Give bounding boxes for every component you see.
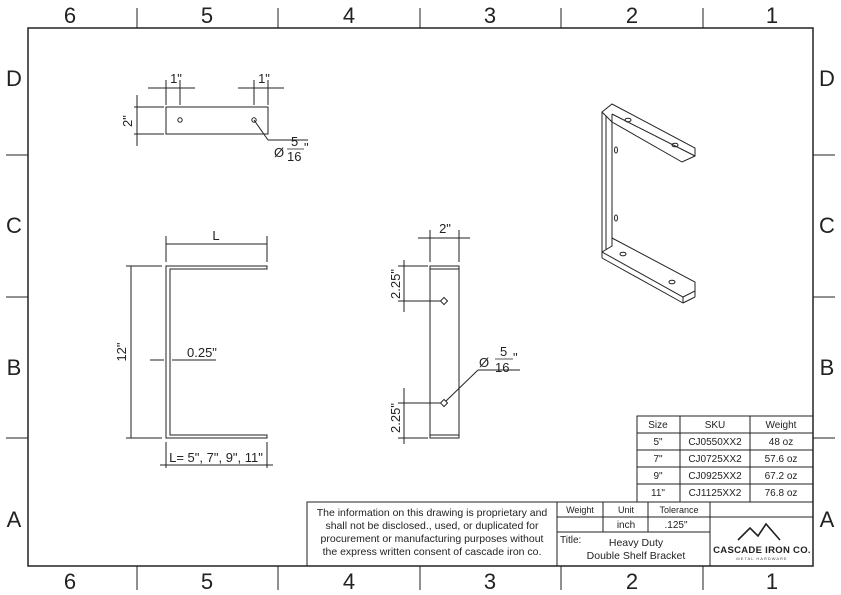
mountain-logo-icon [737, 522, 781, 541]
side-dim-length: L [212, 228, 219, 243]
notice-line: shall not be disclosed., used, or duplic… [325, 520, 539, 532]
size-table-cell: CJ0550XX2 [688, 437, 742, 448]
size-table-cell: CJ0725XX2 [688, 454, 742, 465]
back-hole-unit: " [513, 350, 518, 365]
title-label: Title: [560, 535, 581, 546]
col-label-6: 6 [64, 3, 76, 28]
size-table-cell: 48 oz [769, 437, 793, 448]
size-table-cell: CJ1125XX2 [689, 488, 742, 499]
side-length-values: L= 5", 7", 9", 11" [169, 450, 263, 465]
side-dim-thickness: 0.25" [187, 345, 217, 360]
isometric-view [601, 103, 696, 304]
col-label-5-bottom: 5 [201, 569, 213, 594]
company-subtitle: METAL HARDWARE [736, 556, 787, 561]
notice-line: the express written consent of cascade i… [323, 546, 542, 558]
top-dim-left: 1" [170, 71, 182, 86]
back-hole-num: 5 [500, 344, 507, 359]
zone-ticks [6, 8, 835, 590]
size-table-cell: 7" [653, 454, 663, 465]
side-view [126, 236, 273, 468]
col-label-1: 1 [766, 3, 778, 28]
size-table-cell: CJ0925XX2 [688, 471, 742, 482]
col-label-5: 5 [201, 3, 213, 28]
side-dim-height: 12" [114, 342, 129, 361]
back-view [398, 230, 520, 444]
top-view [134, 80, 308, 146]
row-label-D: D [6, 66, 22, 91]
top-hole-num: 5 [291, 134, 298, 149]
back-dim-top: 2.25" [388, 269, 403, 299]
col-label-4-bottom: 4 [343, 569, 355, 594]
size-table-cell: 5" [653, 437, 663, 448]
size-table-cell: 67.2 oz [765, 471, 798, 482]
back-dim-bottom: 2.25" [388, 403, 403, 433]
col-label-1-bottom: 1 [766, 569, 778, 594]
col-label-4: 4 [343, 3, 355, 28]
row-label-A-right: A [820, 507, 835, 532]
size-table-cell: 76.8 oz [765, 488, 798, 499]
company-logo: CASCADE IRON CO. METAL HARDWARE [713, 522, 811, 561]
unit-value: inch [617, 520, 635, 531]
top-hole-unit: " [304, 140, 309, 155]
col-label-3: 3 [484, 3, 496, 28]
unit-label: Unit [618, 505, 635, 515]
col-label-2: 2 [626, 3, 638, 28]
back-hole-dia-symbol: Ø [479, 355, 489, 370]
notice-line: The information on this drawing is propr… [317, 507, 548, 519]
size-table-cell: 9" [653, 471, 663, 482]
row-label-B: B [7, 355, 22, 380]
tolerance-label: Tolerance [659, 505, 698, 515]
tolerance-value: .125" [664, 520, 687, 531]
row-label-C: C [6, 213, 22, 238]
title-line-2: Double Shelf Bracket [587, 550, 686, 562]
title-line-1: Heavy Duty [609, 537, 664, 549]
size-table-header-weight: Weight [766, 420, 797, 431]
notice-line: procurement or manufacturing purposes wi… [321, 533, 544, 545]
row-label-A: A [7, 507, 22, 532]
back-hole-den: 16 [495, 360, 509, 375]
top-dim-right: 1" [258, 71, 270, 86]
col-label-2-bottom: 2 [626, 569, 638, 594]
size-table-cell: 57.6 oz [765, 454, 798, 465]
size-table-header-size: Size [648, 420, 668, 431]
col-label-6-bottom: 6 [64, 569, 76, 594]
top-hole-den: 16 [287, 149, 301, 164]
company-name: CASCADE IRON CO. [713, 545, 811, 556]
weight-label: Weight [566, 505, 594, 515]
size-table-header-sku: SKU [705, 420, 726, 431]
row-label-D-right: D [819, 66, 835, 91]
row-label-C-right: C [819, 213, 835, 238]
size-table-cell: 11" [651, 488, 665, 499]
title-block-grid [306, 501, 814, 567]
top-hole-dia-symbol: Ø [274, 145, 284, 160]
row-label-B-right: B [820, 355, 835, 380]
top-dim-height: 2" [120, 115, 135, 127]
back-dim-width: 2" [439, 221, 451, 236]
col-label-3-bottom: 3 [484, 569, 496, 594]
